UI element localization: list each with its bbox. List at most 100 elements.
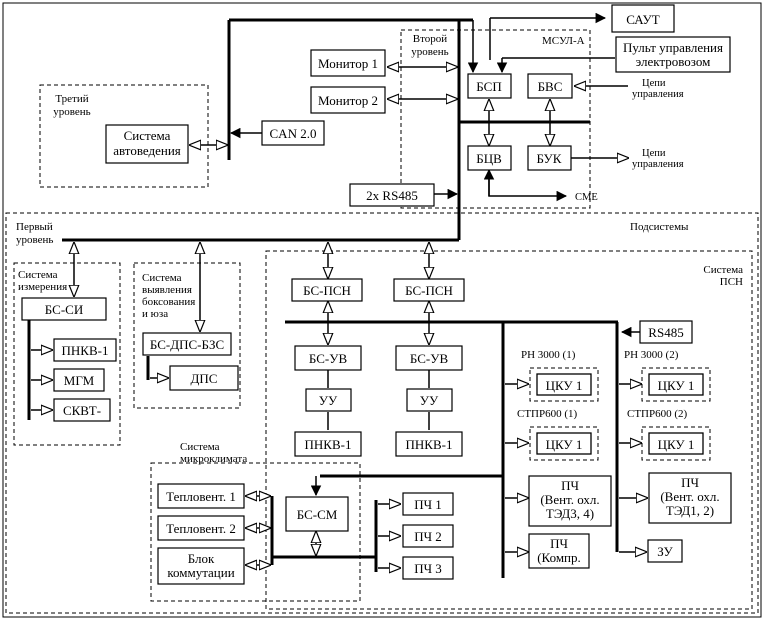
bs-dps-bzs-block: БС-ДПС-БЗС (142, 332, 232, 356)
connections (31, 12, 647, 568)
dps-block: ДПС (169, 365, 239, 391)
uu-1-block: УУ (305, 388, 352, 412)
can-block: CAN 2.0 (261, 120, 325, 146)
svg-text:ПНКВ-1: ПНКВ-1 (305, 437, 352, 452)
svg-text:ПЧ 3: ПЧ 3 (414, 561, 442, 576)
bs-uv-2-block: БС-УВ (395, 345, 463, 371)
svg-text:ПНКВ-1: ПНКВ-1 (62, 343, 109, 358)
svg-text:ЦКУ 1: ЦКУ 1 (658, 378, 695, 393)
cku1-stpr2-block: ЦКУ 1 (641, 426, 711, 461)
stpr600-2-label: СТПР600 (2) (627, 408, 688, 420)
svg-text:2x RS485: 2x RS485 (366, 188, 418, 203)
stpr600-1-label: СТПР600 (1) (517, 408, 578, 420)
rn3000-2-label: РН 3000 (2) (624, 349, 679, 361)
svg-text:CAN 2.0: CAN 2.0 (270, 126, 317, 141)
msul-label: МСУЛ-А (542, 35, 585, 47)
svg-text:БС-ПСН: БС-ПСН (303, 283, 351, 298)
third-level-group (39, 84, 209, 188)
svg-text:RS485: RS485 (648, 325, 683, 340)
bs-sm-block: БС-СМ (285, 496, 349, 532)
svg-text:Монитор 2: Монитор 2 (318, 93, 378, 108)
svg-text:БС-УВ: БС-УВ (309, 351, 348, 366)
svg-text:МГМ: МГМ (64, 373, 95, 388)
bs-psn-1-block: БС-ПСН (291, 278, 363, 302)
svg-text:ЦКУ 1: ЦКУ 1 (546, 437, 583, 452)
svg-text:БС-СМ: БС-СМ (297, 507, 338, 522)
pch-ted12-block: ПЧ(Вент. охл.ТЭД1, 2) (648, 472, 732, 524)
climate-group (150, 462, 361, 602)
svg-text:ПЧ 1: ПЧ 1 (414, 497, 442, 512)
subsystems-group (5, 212, 759, 614)
svg-text:Тепловент. 1: Тепловент. 1 (166, 489, 236, 504)
buk-block: БУК (527, 145, 572, 171)
subsystems-label: Подсистемы (630, 221, 689, 233)
svg-text:ДПС: ДПС (191, 371, 218, 386)
bs-si-block: БС-СИ (21, 297, 107, 321)
sme-label: СМЕ (575, 192, 598, 203)
svg-text:Монитор 1: Монитор 1 (318, 56, 378, 71)
pnkv1-measure-block: ПНКВ-1 (53, 338, 117, 362)
mgm-block: МГМ (53, 368, 105, 392)
svg-text:БС-УВ: БС-УВ (410, 351, 449, 366)
pnkv1-1-block: ПНКВ-1 (294, 431, 362, 457)
svg-text:ЦКУ 1: ЦКУ 1 (546, 378, 583, 393)
bvs-block: БВС (527, 73, 573, 99)
monitor1-block: Монитор 1 (310, 49, 386, 77)
svg-text:ПЧ(Вент. охл.ТЭД3, 4): ПЧ(Вент. охл.ТЭД3, 4) (540, 478, 599, 521)
svg-text:БУК: БУК (537, 151, 562, 166)
svg-text:БСП: БСП (476, 79, 501, 94)
teplovent2-block: Тепловент. 2 (157, 515, 245, 541)
svg-text:Тепловент. 2: Тепловент. 2 (166, 521, 236, 536)
rn3000-1-label: РН 3000 (1) (521, 349, 576, 361)
bsp-block: БСП (467, 73, 512, 99)
teplovent1-block: Тепловент. 1 (157, 483, 245, 509)
pnkv1-2-block: ПНКВ-1 (395, 431, 463, 457)
svg-text:БВС: БВС (538, 79, 563, 94)
svg-text:УУ: УУ (420, 393, 439, 408)
svg-text:ЗУ: ЗУ (657, 544, 673, 559)
svg-text:ПНКВ-1: ПНКВ-1 (406, 437, 453, 452)
pch-ted34-block: ПЧ(Вент. охл.ТЭД3, 4) (528, 475, 612, 527)
svg-text:ПЧ 2: ПЧ 2 (414, 529, 442, 544)
svg-text:УУ: УУ (319, 393, 338, 408)
cku1-rn1-block: ЦКУ 1 (529, 367, 599, 402)
uu-2-block: УУ (406, 388, 453, 412)
pch2-block: ПЧ 2 (402, 524, 454, 548)
psn-group (265, 250, 753, 610)
slip-group (133, 262, 241, 409)
cku1-rn2-block: ЦКУ 1 (641, 367, 711, 402)
svg-text:ЦКУ 1: ЦКУ 1 (658, 437, 695, 452)
rs485-block: RS485 (639, 320, 693, 344)
zu-block: ЗУ (647, 539, 683, 563)
pch-kompr-block: ПЧ(Компр. (528, 533, 590, 569)
svg-text:ПЧ(Компр.: ПЧ(Компр. (537, 536, 581, 565)
skvt-block: СКВТ- (53, 398, 111, 422)
svg-text:БС-ДПС-БЗС: БС-ДПС-БЗС (150, 337, 224, 352)
pch1-block: ПЧ 1 (402, 492, 454, 516)
svg-text:БС-СИ: БС-СИ (45, 302, 83, 317)
svg-text:ПЧ(Вент. охл.ТЭД1, 2): ПЧ(Вент. охл.ТЭД1, 2) (660, 475, 719, 518)
pch3-block: ПЧ 3 (402, 556, 454, 580)
bs-psn-2-block: БС-ПСН (393, 278, 465, 302)
cku1-stpr1-block: ЦКУ 1 (529, 426, 599, 461)
msul-group (400, 29, 591, 209)
svg-text:БЦВ: БЦВ (476, 151, 502, 166)
bs-uv-1-block: БС-УВ (294, 345, 362, 371)
